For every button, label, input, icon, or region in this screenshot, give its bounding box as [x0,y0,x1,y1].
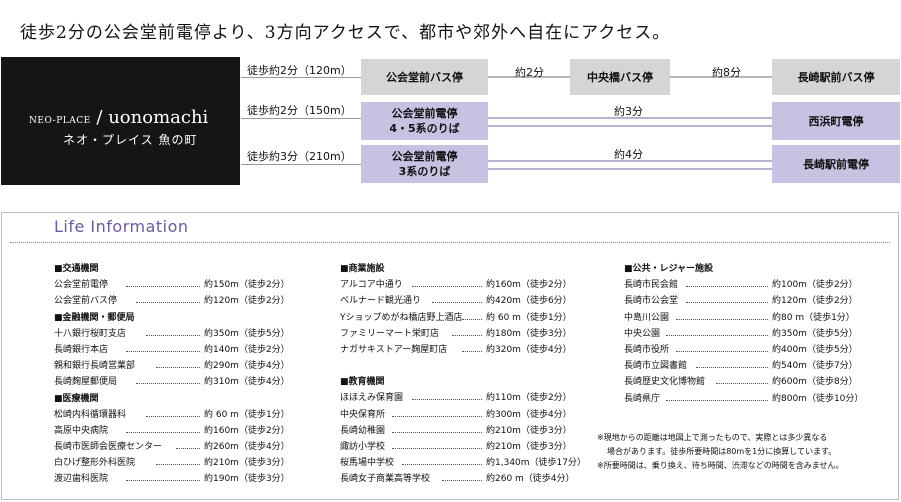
category-heading: ■医療機関 [54,393,99,404]
facility-row: 長崎市民会館約100m（徒歩2分） [624,280,858,291]
facility-row: 渡辺歯科医院約190m（徒歩3分） [54,474,290,485]
bus-line-segment-2 [670,76,772,78]
walk-time-route-1: 徒歩約2分（120m） [247,64,352,77]
facility-row: 中島川公園約80 m（徒歩1分） [624,312,855,323]
category-heading: ■金融機関・郵便局 [54,312,135,323]
facility-row: 長崎幼稚園約210m（徒歩3分） [340,425,572,436]
facility-row: 親和銀行長崎営業部約290m（徒歩4分） [54,361,290,372]
tram-line-upper-route-3 [488,160,772,162]
walk-time-route-2: 徒歩約2分（150m） [247,104,352,117]
facility-row: 長崎市医師会医療センター約260m（徒歩4分） [54,442,290,453]
life-information-title: Life Information [54,217,189,236]
facility-row: ナガサキストアー麹屋町店約320m（徒歩4分） [340,344,572,355]
footnote: ※現地からの距離は地図上で測ったもので、実際とは多少異なる [597,433,828,442]
tram-line-lower-route-2 [488,125,772,127]
footnotes: ※現地からの距離は地図上で測ったもので、実際とは多少異なる 場合があります。徒歩… [597,431,843,473]
title-divider [10,242,890,243]
facility-row: アルコア中通り約160m（徒歩2分） [340,280,572,291]
facility-row: 松崎内科循環器科約 60 m（徒歩1分） [54,409,290,420]
category-heading: ■商業施設 [340,264,385,274]
facility-row: 公会堂前バス停約120m（徒歩2分） [54,296,290,307]
facility-row: 公会堂前電停約150m（徒歩2分） [54,280,290,291]
stop-nishihamanomachi-tram: 西浜町電停 [772,102,900,140]
facility-row: 白ひげ整形外科医院約210m（徒歩3分） [54,458,290,469]
logo-brand-ja: ネオ・プレイス 魚の町 [63,133,198,147]
stop-chuobashi-bus: 中央橋バス停 [570,59,670,95]
walk-line-route-1 [241,77,361,78]
facility-column-3: ■公共・レジャー施設 長崎市民会館約100m（徒歩2分） 長崎市公会堂約120m… [624,261,884,407]
category-heading: ■教育機関 [340,377,385,388]
group-spacer [340,358,585,374]
facility-row: ほほえみ保育園約110m（徒歩2分） [340,393,572,404]
facility-row: 桜馬場中学校約1,340m（徒歩17分） [340,458,586,469]
facility-row: 長崎銀行本店約140m（徒歩2分） [54,344,290,355]
ride-time-segment-1: 約2分 [515,66,544,79]
stop-kokaido-bus: 公会堂前バス停 [361,59,488,95]
ride-time-route-3: 約4分 [614,148,643,161]
facility-row: ベルナード観光通り約420m（徒歩6分） [340,296,572,307]
facility-row: 中央保育所約300m（徒歩4分） [340,409,572,420]
walk-line-route-3 [241,164,361,165]
tram-line-upper-route-2 [488,117,772,119]
tram-line-lower-route-3 [488,168,772,170]
facility-row: 中央公園約350m（徒歩5分） [624,328,858,339]
category-heading: ■公共・レジャー施設 [624,264,714,274]
life-information-panel: Life Information ■交通機関 公会堂前電停約150m（徒歩2分）… [1,212,899,500]
stop-kokaido-tram-45: 公会堂前電停 4・5系のりば [361,102,488,140]
facility-row: 長崎歴史文化博物館約600m（徒歩8分） [624,377,858,388]
facility-row: 長崎市役所約400m（徒歩5分） [624,344,858,355]
page-headline: 徒歩2分の公会堂前電停より、3方向アクセスで、都市や郊外へ自在にアクセス。 [20,23,671,43]
facility-row: Yショップめがね橋店野上酒店約 60 m（徒歩1分） [340,312,572,323]
ride-time-segment-2: 約8分 [712,66,741,79]
walk-time-route-3: 徒歩約3分（210m） [247,150,352,163]
stop-kokaido-tram-3: 公会堂前電停 3系のりば [361,145,488,183]
facility-row: 高原中央病院約160m（徒歩2分） [54,425,290,436]
facility-column-2: ■商業施設 アルコア中通り約160m（徒歩2分） ベルナード観光通り約420m（… [340,261,586,487]
facility-column-1: ■交通機関 公会堂前電停約150m（徒歩2分） 公会堂前バス停約120m（徒歩2… [54,261,299,488]
facility-row: 十八銀行桜町支店約350m（徒歩5分） [54,328,290,339]
footnote: ※所要時間は、乗り換え、待ち時間、渋滞などの時間を含みません。 [597,461,844,470]
footnote: 場合があります。徒歩所要時間は80mを1分に換算しています。 [607,447,837,456]
category-heading: ■交通機関 [54,264,99,274]
property-logo: NEO-PLACE / uonomachi ネオ・プレイス 魚の町 [1,57,240,185]
facility-row: 長崎麹屋郵便局約310m（徒歩4分） [54,377,290,388]
ride-time-route-2: 約3分 [614,105,643,118]
stop-nagasaki-ekimae-tram: 長崎駅前電停 [772,145,900,183]
bus-line-segment-1 [488,76,570,78]
walk-line-route-2 [241,118,361,119]
logo-brand-en: NEO-PLACE / uonomachi [29,107,209,128]
facility-row: ファミリーマート栄町店約180m（徒歩3分） [340,328,572,339]
facility-row: 長崎市立図書館約540m（徒歩7分） [624,361,858,372]
facility-row: 長崎市公会堂約120m（徒歩2分） [624,296,858,307]
facility-row: 長崎女子商業高等学校約260 m（徒歩4分） [340,474,575,485]
stop-nagasaki-ekimae-bus: 長崎駅前バス停 [772,59,900,95]
facility-row: 諏訪小学校約210m（徒歩3分） [340,441,572,452]
facility-row: 長崎県庁約800m（徒歩10分） [624,393,864,404]
